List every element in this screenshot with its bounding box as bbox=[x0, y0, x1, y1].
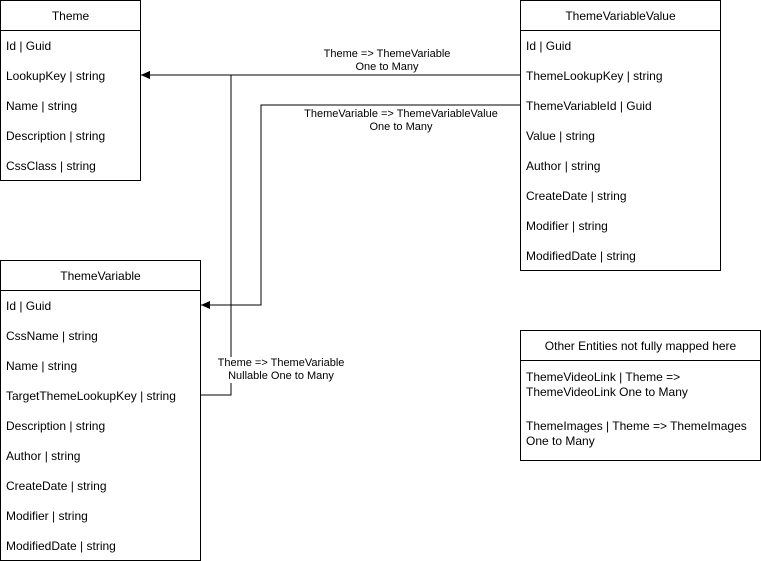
field-row: Id | Guid bbox=[526, 39, 572, 53]
edge-label-theme-to-variable-nullable: Theme => ThemeVariable Nullable One to M… bbox=[211, 357, 351, 383]
edge-variable-to-value bbox=[201, 104, 520, 309]
field-row: CssClass | string bbox=[6, 159, 96, 173]
field-row: Description | string bbox=[6, 129, 106, 143]
entity-other[interactable]: Other Entities not fully mapped here The… bbox=[520, 330, 761, 461]
field-row: Modifier | string bbox=[526, 219, 608, 233]
field-row: ModifiedDate | string bbox=[6, 539, 116, 553]
field-row: CreateDate | string bbox=[526, 189, 627, 203]
edge-label-theme-to-variable: Theme => ThemeVariable One to Many bbox=[312, 48, 462, 74]
field-row: ModifiedDate | string bbox=[526, 249, 636, 263]
edge-label-line: Theme => ThemeVariable bbox=[323, 48, 451, 60]
field-row: CssName | string bbox=[6, 329, 98, 343]
field-row: Author | string bbox=[6, 449, 81, 463]
entity-theme-variable-value[interactable]: ThemeVariableValue Id | Guid ThemeLookup… bbox=[520, 0, 721, 271]
edge-label-line: Nullable One to Many bbox=[228, 370, 334, 382]
edge-label-line: One to Many bbox=[355, 61, 419, 73]
entity-theme[interactable]: Theme Id | Guid LookupKey | string Name … bbox=[0, 0, 141, 181]
edge-label-line: One to Many bbox=[369, 121, 433, 133]
entity-theme-variable[interactable]: ThemeVariable Id | Guid CssName | string… bbox=[0, 260, 201, 561]
field-row: ThemeVariableId | Guid bbox=[526, 99, 652, 113]
edge-label-variable-to-value: ThemeVariable => ThemeVariableValue One … bbox=[296, 108, 506, 134]
field-row: Name | string bbox=[6, 359, 78, 373]
field-row: Name | string bbox=[6, 99, 78, 113]
field-row: Id | Guid bbox=[6, 299, 52, 313]
entity-theme-title: Theme bbox=[1, 1, 140, 31]
field-row: CreateDate | string bbox=[6, 479, 107, 493]
edge-label-line: Theme => ThemeVariable bbox=[217, 357, 345, 369]
edge-theme-to-variable-nullable bbox=[141, 71, 232, 396]
entity-other-title: Other Entities not fully mapped here bbox=[521, 331, 760, 361]
field-row: LookupKey | string bbox=[6, 69, 106, 83]
field-row: TargetThemeLookupKey | string bbox=[6, 389, 176, 403]
entity-theme-variable-value-title: ThemeVariableValue bbox=[521, 1, 720, 31]
edge-label-line: ThemeVariable => ThemeVariableValue bbox=[304, 108, 498, 120]
field-row: Author | string bbox=[526, 159, 601, 173]
field-row: Modifier | string bbox=[6, 509, 88, 523]
field-row: ThemeLookupKey | string bbox=[526, 69, 663, 83]
field-row: Value | string bbox=[526, 129, 595, 143]
field-row: Id | Guid bbox=[6, 39, 52, 53]
entity-theme-variable-title: ThemeVariable bbox=[1, 261, 200, 291]
note-item: ThemeVideoLink | Theme => ThemeVideoLink… bbox=[526, 370, 688, 399]
note-item: ThemeImages | Theme => ThemeImages One t… bbox=[526, 419, 747, 448]
field-row: Description | string bbox=[6, 419, 106, 433]
